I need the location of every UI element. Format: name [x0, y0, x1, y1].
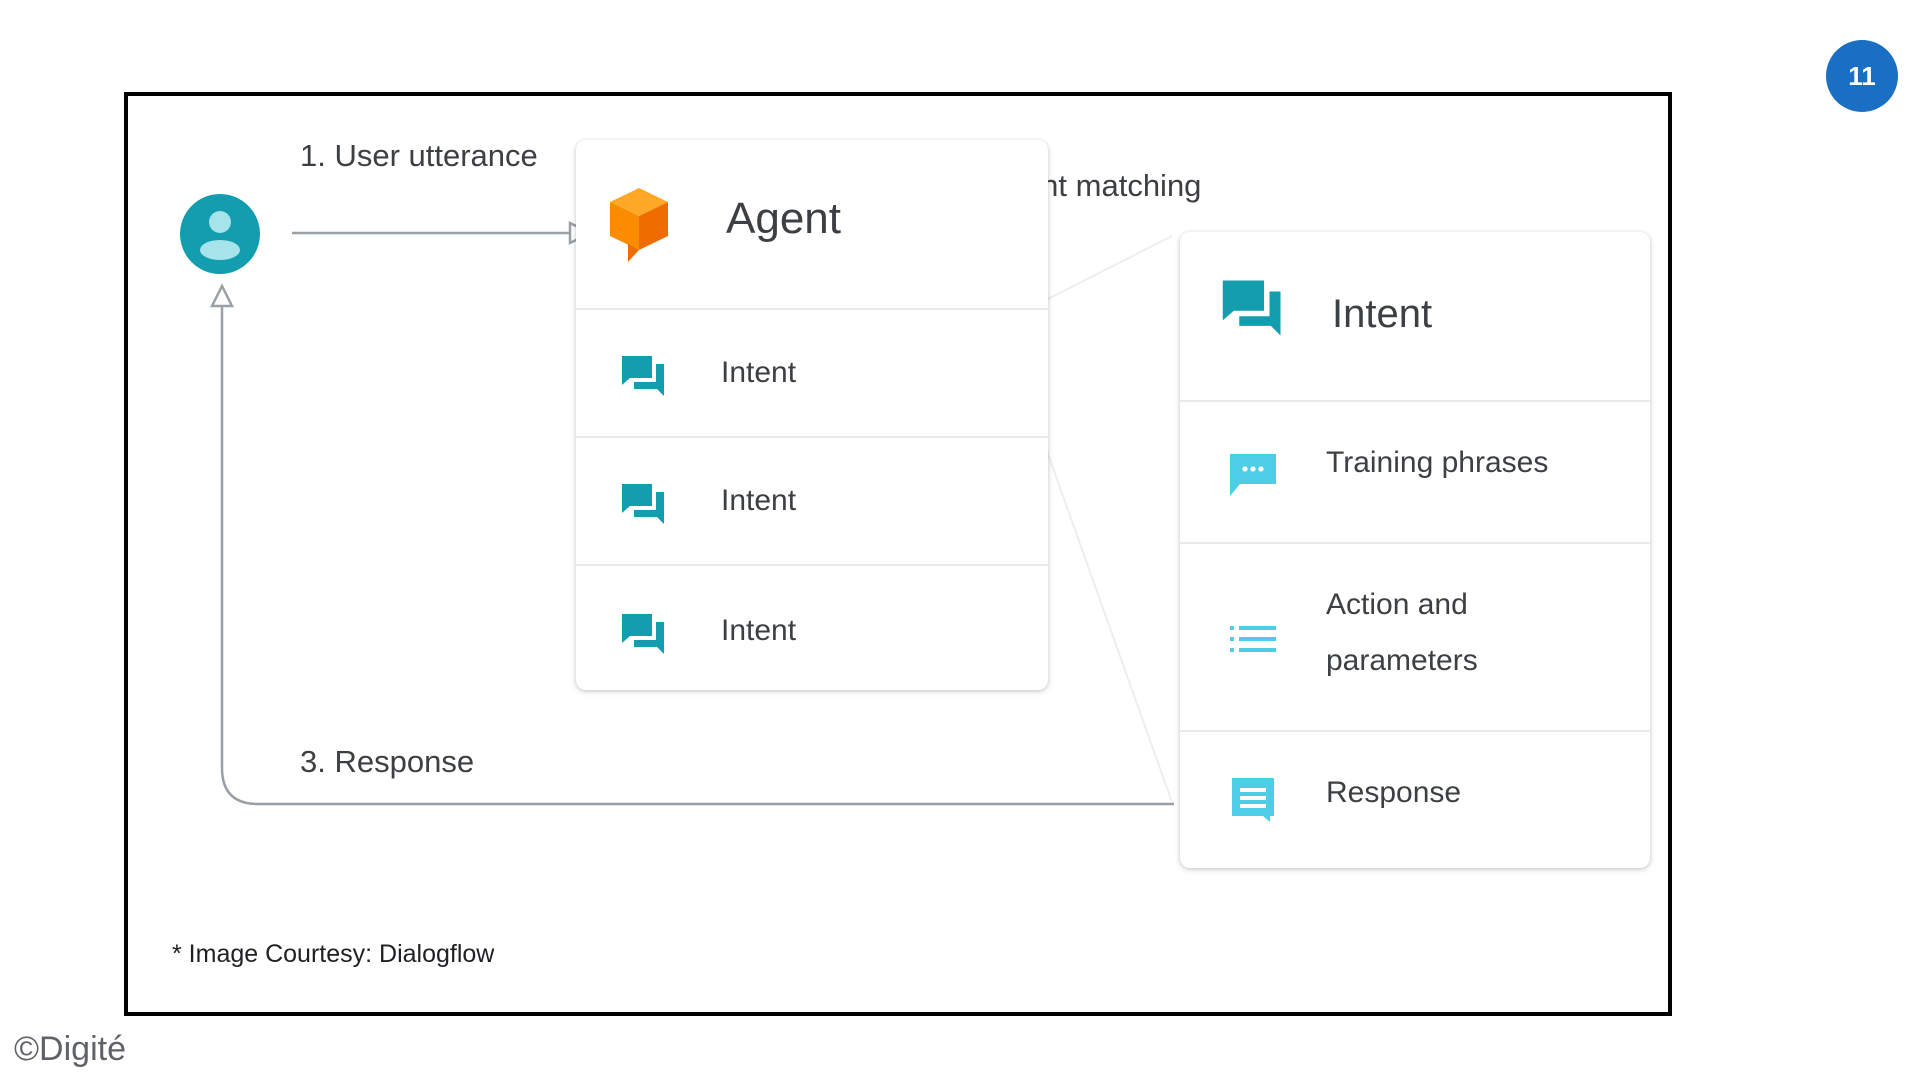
intent-header-row: Intent — [1180, 232, 1650, 400]
zoom-connector-top — [1037, 235, 1173, 305]
action-parameters-row: Action and parameters — [1180, 542, 1650, 732]
response-row: Response — [1180, 730, 1650, 870]
action-label-line-1: Action and — [1326, 588, 1468, 621]
agent-intent-row-2: Intent — [576, 436, 1048, 566]
intent-card: Intent Training phrases Action and param… — [1180, 232, 1650, 868]
action-label-line-2: parameters — [1326, 644, 1478, 677]
user-avatar-icon — [180, 194, 260, 274]
agent-intent-label: Intent — [721, 356, 797, 389]
chat-bubbles-icon — [622, 484, 664, 524]
chat-bubbles-icon — [622, 614, 664, 654]
agent-cube-icon — [610, 188, 668, 262]
step-user-utterance-label: 1. User utterance — [300, 138, 538, 173]
training-phrases-row: Training phrases — [1180, 400, 1650, 544]
diagram-frame: 1. User utterance 2. Intent matching 3. … — [124, 92, 1672, 1016]
intent-title: Intent — [1332, 292, 1433, 336]
agent-card: Agent Intent Intent Intent — [576, 140, 1048, 690]
agent-header-row: Agent — [576, 140, 1048, 308]
chat-bubbles-icon — [1222, 280, 1281, 336]
image-courtesy-footnote: * Image Courtesy: Dialogflow — [172, 940, 495, 968]
list-icon — [1230, 626, 1276, 652]
chat-bubbles-icon — [622, 356, 664, 396]
response-arrow-line — [220, 306, 1174, 806]
agent-intent-row-1: Intent — [576, 308, 1048, 438]
agent-title: Agent — [726, 194, 841, 243]
step-response-label: 3. Response — [300, 744, 475, 779]
agent-intent-row-3: Intent — [576, 564, 1048, 692]
training-phrases-label: Training phrases — [1326, 446, 1549, 479]
message-icon — [1232, 778, 1274, 822]
page-number-badge: 11 — [1826, 40, 1898, 112]
response-label: Response — [1326, 776, 1462, 809]
agent-intent-label: Intent — [721, 614, 797, 647]
speech-bubble-dots-icon — [1230, 454, 1276, 496]
agent-intent-label: Intent — [721, 484, 797, 517]
copyright-text: ©Digité — [14, 1030, 126, 1068]
zoom-connector-bottom — [1037, 425, 1173, 803]
response-arrowhead — [209, 283, 235, 308]
